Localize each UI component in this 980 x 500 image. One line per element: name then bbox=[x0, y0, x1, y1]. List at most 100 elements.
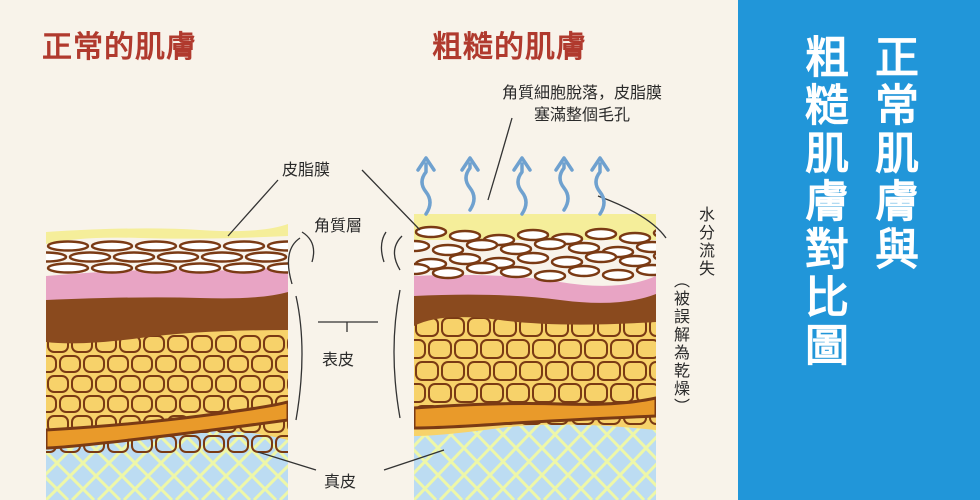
water-loss-label: 水分流失 bbox=[696, 206, 715, 278]
corneum-cell bbox=[46, 251, 68, 263]
water-arrow-stem bbox=[420, 162, 432, 216]
epidermis-cell bbox=[143, 375, 165, 393]
water-arrow-head bbox=[460, 156, 480, 172]
dermis-fiber bbox=[646, 394, 656, 407]
corneum-cell bbox=[567, 241, 601, 255]
epidermis-cell bbox=[506, 383, 530, 403]
water-arrow-head bbox=[590, 156, 610, 172]
corneum-cell bbox=[266, 240, 288, 252]
corneum-cell bbox=[635, 240, 656, 254]
epidermis-cell bbox=[251, 355, 273, 373]
epidermis-cell bbox=[558, 383, 582, 403]
epidermis-cell bbox=[649, 317, 656, 337]
normal-corneum-cells bbox=[4, 240, 288, 274]
epidermis-cell bbox=[83, 395, 105, 413]
corneum-cell bbox=[584, 227, 618, 241]
epidermis-cell bbox=[300, 436, 320, 452]
corneum-cell bbox=[222, 240, 266, 252]
epidermis-cell bbox=[467, 317, 491, 337]
epidermis-cell bbox=[519, 361, 543, 381]
epidermis-cell bbox=[131, 355, 153, 373]
epidermis-cell bbox=[571, 361, 595, 381]
corneum-cell bbox=[244, 251, 288, 263]
epidermis-cell bbox=[493, 361, 517, 381]
epidermis-cell bbox=[46, 395, 57, 413]
skin-cross-section-art bbox=[0, 117, 738, 500]
misread-as-dry-label: （被誤解為乾燥） bbox=[671, 272, 690, 416]
epidermis-cell bbox=[203, 435, 225, 453]
epidermis-cell bbox=[415, 361, 439, 381]
epidermis-cell bbox=[597, 361, 621, 381]
shedding-annotation-line1: 角質細胞脫落，皮脂膜 bbox=[501, 83, 662, 102]
epidermis-cell bbox=[179, 395, 201, 413]
epidermis-cell bbox=[390, 406, 412, 424]
epidermis-cell bbox=[46, 355, 57, 373]
dermis-fiber bbox=[700, 396, 738, 500]
corneum-cell bbox=[178, 262, 222, 274]
corneum-cell bbox=[46, 240, 90, 252]
corneum-cell bbox=[465, 238, 499, 252]
epidermis-bracket-left bbox=[295, 295, 303, 421]
epidermis-cell bbox=[312, 376, 332, 392]
corneum-cell bbox=[4, 264, 44, 273]
dermis-fiber bbox=[646, 489, 656, 500]
epidermis-cell bbox=[414, 339, 426, 359]
normal-basal-layer bbox=[46, 400, 288, 450]
label-leader-lines bbox=[227, 117, 667, 471]
dermis-fiber bbox=[414, 474, 438, 500]
epidermis-cell bbox=[155, 395, 177, 413]
epidermis-cell bbox=[467, 361, 491, 381]
epidermis-cell bbox=[24, 336, 44, 352]
corneum-cell bbox=[90, 240, 134, 252]
epidermis-cell bbox=[287, 378, 288, 390]
epidermis-cell bbox=[227, 355, 249, 373]
dermis-fiber bbox=[594, 435, 656, 500]
epidermis-cell bbox=[300, 356, 320, 372]
corneum-cell bbox=[222, 262, 266, 274]
title-sidebar: 正常肌膚與 粗糙肌膚對比圖 bbox=[738, 0, 980, 500]
epidermis-cell bbox=[215, 375, 237, 393]
epidermis-cell bbox=[275, 355, 288, 373]
epidermis-cell bbox=[584, 383, 608, 403]
epidermis-cell bbox=[71, 375, 93, 393]
epidermis-label: 表皮 bbox=[322, 350, 355, 369]
corneum-leader-left bbox=[301, 231, 315, 263]
corneum-cell bbox=[414, 239, 431, 253]
dermis-leader-right bbox=[383, 449, 445, 471]
epidermis-cell bbox=[610, 339, 634, 359]
rough-skin-section bbox=[382, 214, 738, 500]
dermis-fiber bbox=[252, 463, 288, 500]
epidermis-cell bbox=[95, 375, 117, 393]
corneum-cell bbox=[652, 229, 656, 237]
epidermis-brace bbox=[318, 321, 378, 332]
epidermis-bracket-right bbox=[393, 289, 401, 419]
epidermis-cell bbox=[167, 375, 189, 393]
corneum-cell bbox=[431, 243, 465, 257]
epidermis-cell bbox=[263, 375, 285, 393]
corneum-cell bbox=[499, 242, 533, 256]
corneum-cell bbox=[382, 232, 412, 242]
corneum-cell bbox=[516, 251, 550, 265]
rough-skin-heading: 粗糙的肌膚 bbox=[432, 30, 587, 65]
corneum-bracket-left bbox=[287, 237, 301, 285]
sidebar-title-line1: 正常肌膚與 bbox=[867, 34, 918, 274]
epidermis-cell bbox=[584, 339, 608, 359]
dermis-fiber bbox=[0, 400, 16, 500]
epidermis-cell bbox=[275, 435, 288, 453]
water-arrow-head bbox=[554, 156, 574, 172]
epidermis-cell bbox=[623, 361, 647, 381]
rough-corneum-cells bbox=[382, 225, 656, 283]
stratum-corneum-label: 角質層 bbox=[314, 216, 363, 235]
epidermis-cell bbox=[131, 395, 153, 413]
dermis-fiber bbox=[414, 447, 464, 500]
corneum-cell bbox=[465, 261, 499, 275]
water-loss-leader bbox=[597, 195, 667, 239]
epidermis-cell bbox=[532, 383, 556, 403]
epidermis-cell bbox=[441, 317, 465, 337]
normal-skin-section bbox=[0, 224, 332, 500]
sebum-leader-left bbox=[227, 179, 279, 237]
epidermis-cell bbox=[287, 338, 288, 350]
sidebar-title-line2: 粗糙肌膚對比圖 bbox=[797, 34, 848, 370]
water-arrow-stem bbox=[594, 162, 606, 216]
